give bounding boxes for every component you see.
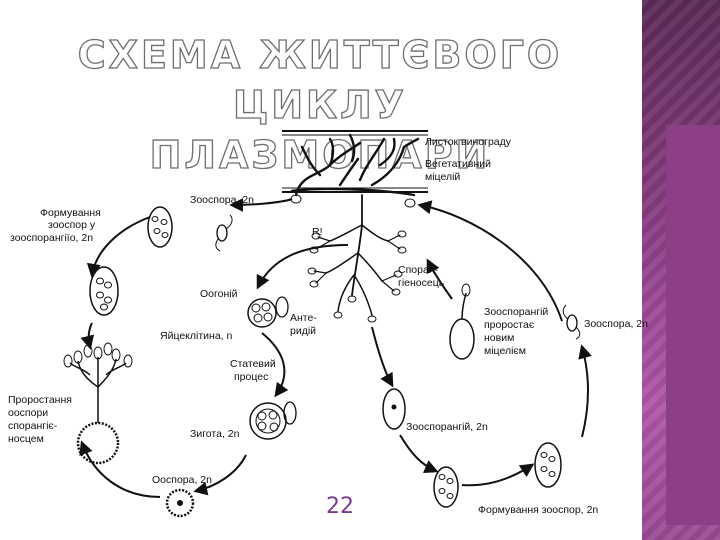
- label-sexual-process-line-2: процес: [234, 371, 268, 383]
- label-zoospore-left: Зооспора, 2n: [190, 194, 254, 206]
- oogonium-antheridium-drawing: [247, 296, 289, 328]
- label-germination-line-2: ооспори: [8, 407, 48, 419]
- decorative-side-strip: [666, 125, 720, 525]
- grape-leaf-drawing: [282, 130, 428, 193]
- label-germination-line-4: носцем: [8, 433, 44, 445]
- label-leaf: Листок винограду: [425, 136, 512, 148]
- label-zoospore-formation: Формування зооспор, 2n: [478, 504, 598, 516]
- plasmopara-life-cycle-diagram: Листок винограду Вегетативний міцелій Зо…: [8, 130, 648, 518]
- label-reduction-mark: R!: [312, 226, 323, 238]
- label-zygote: Зигота, 2n: [190, 428, 240, 440]
- label-zoosporangium-germinates-line-4: міцелієм: [484, 345, 526, 357]
- label-zoosporangium-germinates-line-2: проростає: [484, 319, 535, 331]
- label-sporangiophore-line-1: Споран-: [398, 264, 439, 276]
- mycelium-drawing: [290, 133, 420, 197]
- label-zoosporangium: Зооспорангій, 2n: [406, 421, 488, 433]
- slide-title: СХЕМА ЖИТТЄВОГО ЦИКЛУ ПЛАЗМОПАРИ: [0, 30, 640, 180]
- zygote-drawing: [249, 401, 297, 440]
- slide-title-line-2: ПЛАЗМОПАРИ: [149, 132, 491, 177]
- life-cycle-diagram-frame: Листок винограду Вегетативний міцелій Зо…: [0, 125, 664, 527]
- cycle-arrows: [79, 197, 592, 498]
- zoospore-left-drawing: [215, 214, 233, 252]
- label-mycelium-line-1: Вегетативний: [425, 158, 491, 170]
- label-zoospore-formation-line-2: зооспор у: [48, 219, 96, 231]
- sporangiophore-drawing: [290, 194, 416, 323]
- label-mycelium-line-2: міцелій: [425, 171, 460, 183]
- oospore-drawing: [165, 488, 195, 518]
- label-antheridium-line-1: Анте-: [290, 312, 317, 324]
- zoosporangium-germinating-drawing: [449, 283, 475, 360]
- label-zoosporangium-germinates-line-3: новим: [484, 332, 514, 344]
- zoosporangium-forming-zoospores-bottom-left: [433, 466, 459, 508]
- label-zoospore-right: Зооспора, 2n: [584, 318, 648, 330]
- zoosporangium-forming-zoospores-bottom-right: [534, 442, 562, 488]
- label-germination-line-3: спорангіє-: [8, 420, 58, 432]
- zoosporangium-drawing: [382, 388, 406, 430]
- zoospore-right-drawing: [562, 304, 581, 340]
- zoosporangium-forming-drawing: [89, 266, 119, 316]
- label-sexual-process-line-1: Статевий: [230, 358, 276, 370]
- label-egg-cell: Яйцеклітина, n: [160, 330, 233, 342]
- zoosporangium-with-zoospores-left: [147, 206, 173, 248]
- label-zoospore-formation-line-1: Формування: [40, 207, 101, 219]
- label-germination-line-1: Проростання: [8, 394, 72, 406]
- label-oospore: Ооспора, 2n: [152, 474, 212, 486]
- label-oogonium: Оогоній: [200, 288, 238, 300]
- label-zoosporangium-germinates-line-1: Зооспорангій: [484, 306, 548, 318]
- germinating-oospore-drawing: [63, 342, 133, 465]
- label-sporangiophore-line-2: гіеносець: [398, 277, 445, 289]
- slide-title-line-1: СХЕМА ЖИТТЄВОГО ЦИКЛУ: [77, 32, 563, 127]
- label-antheridium-line-2: ридій: [290, 325, 316, 337]
- label-zoospore-formation-line-3: зооспорангіїо, 2n: [10, 232, 93, 244]
- page-number: 22: [326, 494, 354, 519]
